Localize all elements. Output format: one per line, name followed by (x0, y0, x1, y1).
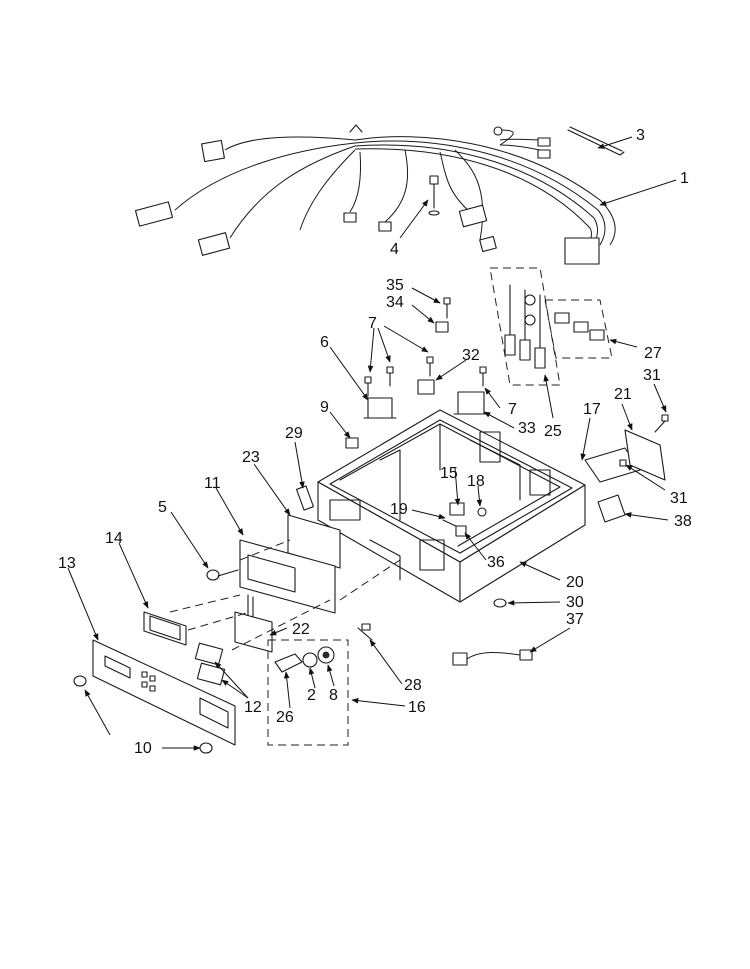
callout-35: 35 (386, 277, 404, 294)
cable-tie (567, 126, 625, 156)
callout-25: 25 (544, 423, 562, 440)
callout-34: 34 (386, 294, 404, 311)
callout-9: 9 (320, 399, 329, 416)
screws-7 (364, 356, 487, 397)
callout-14: 14 (105, 530, 123, 547)
nut-30 (493, 598, 507, 608)
callout-labels: 1 2 3 4 5 6 7 7 7 8 9 10 10 11 12 12 13 … (58, 127, 692, 757)
callout-19: 19 (390, 501, 408, 518)
callout-32: 32 (462, 347, 480, 364)
callout-38: 38 (674, 513, 692, 530)
screws-31 (619, 414, 669, 467)
board-22 (234, 594, 273, 653)
callout-10-bottom: 10 (134, 740, 152, 757)
screw-35 (443, 297, 451, 319)
callout-7-top: 7 (368, 315, 377, 332)
bracket-38 (597, 494, 626, 523)
callout-4: 4 (390, 241, 399, 258)
panel-23 (287, 514, 341, 569)
console-base (317, 409, 586, 603)
relay-6 (363, 397, 397, 419)
bracket-17 (584, 447, 641, 483)
callout-7-right: 7 (508, 401, 517, 418)
callout-6: 6 (320, 334, 329, 351)
screws-10 (73, 675, 213, 754)
callout-16: 16 (408, 699, 426, 716)
switches-12 (194, 642, 226, 686)
spring-28 (357, 623, 373, 641)
transformer-33 (453, 391, 489, 415)
kit-25 (489, 267, 561, 386)
pin-29 (295, 485, 315, 511)
parts-15-18-19-36 (442, 502, 487, 537)
callout-18: 18 (467, 473, 485, 490)
callout-33: 33 (518, 420, 536, 437)
callout-17: 17 (583, 401, 601, 418)
screw-5 (206, 569, 239, 581)
callout-3: 3 (636, 127, 645, 144)
kit-27 (544, 299, 613, 359)
harness-37 (452, 649, 533, 666)
bracket-11 (239, 539, 336, 614)
callout-20: 20 (566, 574, 584, 591)
clip-9 (345, 437, 359, 449)
callout-37: 37 (566, 611, 584, 628)
callout-31-bottom: 31 (670, 490, 688, 507)
callout-28: 28 (404, 677, 422, 694)
callout-27: 27 (644, 345, 662, 362)
callout-21: 21 (614, 386, 632, 403)
callout-30: 30 (566, 594, 584, 611)
callout-13: 13 (58, 555, 76, 572)
callout-26: 26 (276, 709, 294, 726)
wire-harness (134, 124, 616, 265)
lens-14 (143, 611, 187, 646)
screw-4 (428, 175, 440, 216)
console-panel-13 (92, 639, 236, 746)
switch-34 (435, 321, 449, 333)
callout-12: 12 (244, 699, 262, 716)
callout-5: 5 (158, 499, 167, 516)
knob-assembly-16 (267, 639, 349, 746)
callout-11: 11 (204, 475, 221, 492)
board-21 (624, 429, 666, 481)
callout-36: 36 (487, 554, 505, 571)
relay-32 (417, 379, 435, 395)
callout-1: 1 (680, 170, 689, 187)
callout-15: 15 (440, 465, 458, 482)
callout-29: 29 (285, 425, 303, 442)
callout-8: 8 (329, 687, 338, 704)
callout-2: 2 (307, 687, 316, 704)
callout-22: 22 (292, 621, 310, 638)
callout-23: 23 (242, 449, 260, 466)
callout-31-top: 31 (643, 367, 661, 384)
leader-lines (67, 136, 677, 751)
